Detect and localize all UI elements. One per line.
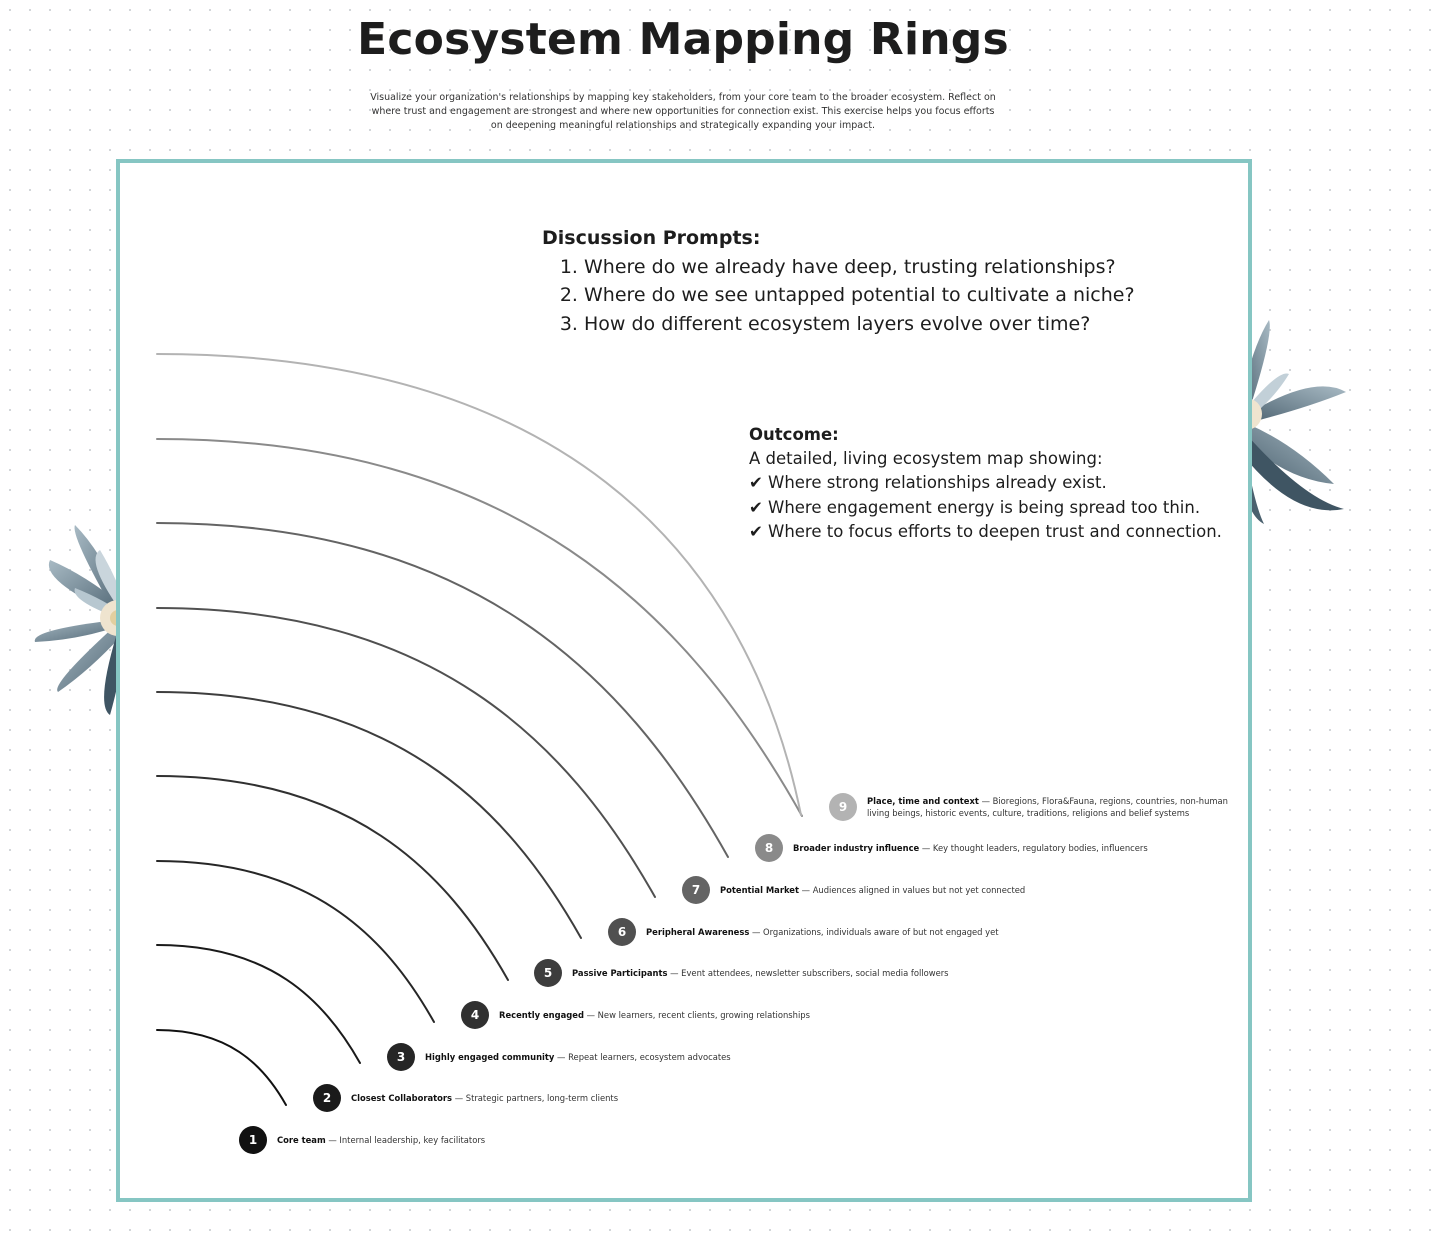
checkmark-icon: ✔	[749, 521, 763, 541]
outcome-item-text: Where to focus efforts to deepen trust a…	[768, 521, 1222, 541]
page-subtitle: Visualize your organization's relationsh…	[370, 92, 996, 131]
ring-arc-3	[156, 860, 435, 1023]
ring-description: Key thought leaders, regulatory bodies, …	[932, 843, 1148, 853]
discussion-prompts: Discussion Prompts: Where do we already …	[542, 224, 1182, 338]
ring-arc-7	[156, 522, 729, 858]
ring-name: Place, time and context	[867, 796, 979, 806]
ring-arc-6	[156, 607, 656, 898]
outcome-list: ✔Where strong relationships already exis…	[749, 471, 1229, 544]
checkmark-icon: ✔	[749, 497, 763, 517]
ring-arc-9	[156, 353, 802, 816]
ring-name: Broader industry influence	[793, 843, 920, 853]
ring-number-badge: 2	[313, 1084, 341, 1112]
ring-arc-5	[156, 691, 582, 939]
outcome-item: ✔Where strong relationships already exis…	[749, 471, 1229, 495]
outcome-heading: Outcome:	[749, 425, 839, 444]
discussion-prompts-heading: Discussion Prompts:	[542, 227, 761, 249]
ring-number-badge: 4	[461, 1001, 489, 1029]
ring-arc-2	[156, 944, 361, 1064]
ring-arc-8	[156, 438, 803, 817]
outcome-item: ✔Where to focus efforts to deepen trust …	[749, 520, 1229, 544]
outcome-item-text: Where strong relationships already exist…	[768, 473, 1107, 493]
ring-description: Strategic partners, long-term clients	[465, 1093, 619, 1103]
discussion-prompts-list: Where do we already have deep, trusting …	[542, 253, 1182, 339]
ring-name: Peripheral Awareness	[646, 927, 750, 937]
prompt-item: Where do we see untapped potential to cu…	[584, 281, 1182, 310]
ring-description: Bioregions, Flora&Fauna, regions, countr…	[992, 796, 1228, 806]
ecosystem-map-frame	[116, 159, 1252, 1202]
prompt-item: Where do we already have deep, trusting …	[584, 253, 1182, 282]
ring-arc-1	[156, 1029, 287, 1106]
ring-arc-4	[156, 775, 509, 981]
ring-number-badge: 6	[608, 918, 636, 946]
ring-description: Internal leadership, key facilitators	[339, 1135, 486, 1145]
ring-description: Audiences aligned in values but not yet …	[812, 885, 1026, 895]
ring-name: Closest Collaborators	[351, 1093, 453, 1103]
ring-name: Core team	[277, 1135, 326, 1145]
ring-number-badge: 3	[387, 1043, 415, 1071]
ring-description: Repeat learners, ecosystem advocates	[568, 1052, 731, 1062]
ring-number-badge: 5	[534, 959, 562, 987]
prompt-item: How do different ecosystem layers evolve…	[584, 310, 1182, 339]
ring-description: Event attendees, newsletter subscribers,…	[681, 968, 949, 978]
outcome-item: ✔Where engagement energy is being spread…	[749, 496, 1229, 520]
outcome-item-text: Where engagement energy is being spread …	[768, 497, 1201, 517]
checkmark-icon: ✔	[749, 473, 763, 493]
ring-number-badge: 9	[829, 793, 857, 821]
ring-name: Highly engaged community	[425, 1052, 555, 1062]
ring-description-continued: living beings, historic events, culture,…	[867, 808, 1190, 818]
outcome-intro: A detailed, living ecosystem map showing…	[749, 449, 1103, 469]
ring-name: Recently engaged	[499, 1010, 584, 1020]
ring-description: Organizations, individuals aware of but …	[763, 927, 999, 937]
ring-name: Passive Participants	[572, 968, 668, 978]
outcome-section: Outcome: A detailed, living ecosystem ma…	[749, 423, 1229, 544]
ring-number-badge: 7	[682, 876, 710, 904]
page-title: Ecosystem Mapping Rings	[357, 14, 1009, 65]
ring-number-badge: 8	[755, 834, 783, 862]
ring-number-badge: 1	[239, 1126, 267, 1154]
ring-description: New learners, recent clients, growing re…	[597, 1010, 810, 1020]
ring-name: Potential Market	[720, 885, 799, 895]
